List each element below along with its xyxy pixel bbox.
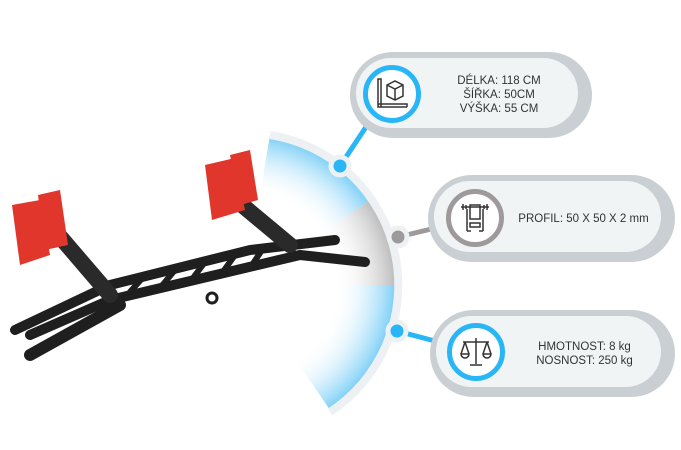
arc-ring <box>269 131 403 416</box>
spec-line: HMOTNOST: 8 kg <box>538 340 631 353</box>
arc-segment-bottom <box>245 285 396 410</box>
node-dot-2 <box>386 225 410 249</box>
node-dot-1 <box>328 154 352 178</box>
weight-bench-icon <box>446 189 504 247</box>
spec-line: NOSNOST: 250 kg <box>536 354 633 367</box>
spec-line: PROFIL: 50 X 50 X 2 mm <box>518 212 649 225</box>
dimensions-box-icon <box>363 65 421 123</box>
spec-line: DÉLKA: 118 CM <box>457 75 541 87</box>
spec-line: VÝŠKA: 55 CM <box>459 103 539 115</box>
spec-line: ŠÍŘKA: 50CM <box>463 89 535 101</box>
pull-up-bar-product-image <box>10 150 370 361</box>
node-dot-3 <box>385 319 409 343</box>
balance-scale-icon <box>447 323 505 381</box>
